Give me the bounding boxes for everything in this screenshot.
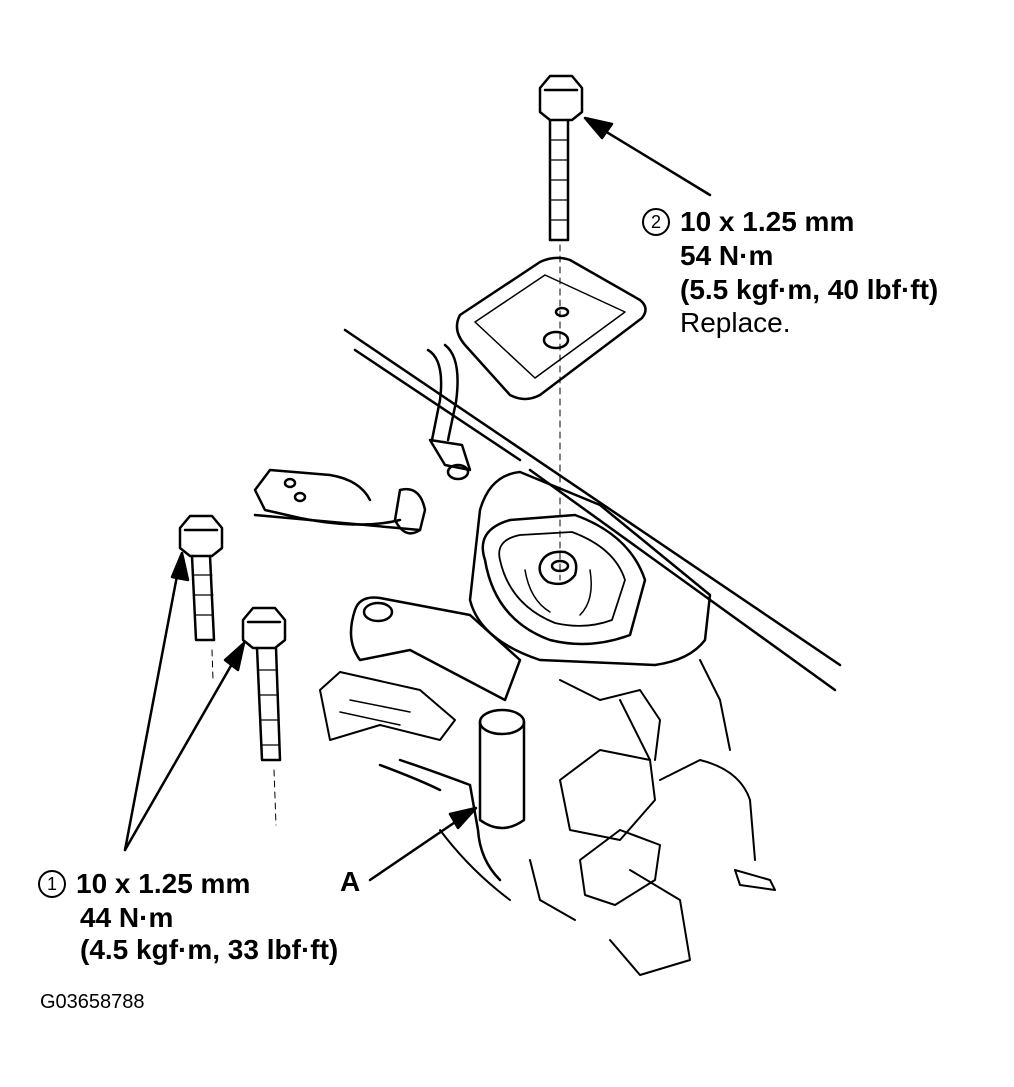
mount-plate: [455, 256, 647, 401]
top-bolt: [538, 74, 584, 581]
callout-1-torque-alt: (4.5 kgf·m, 33 lbf·ft): [80, 934, 339, 965]
left-bolt-2: [241, 606, 287, 826]
mount-stud: [378, 708, 526, 882]
vacuum-hose: [426, 343, 472, 481]
callout-2-torque-alt: (5.5 kgf·m, 40 lbf·ft): [680, 274, 939, 305]
callout-a-label: A: [340, 866, 361, 897]
frame-rail: [253, 328, 842, 692]
callout-2-number: 2: [642, 208, 670, 236]
leader-arrow-a: [368, 806, 478, 882]
leader-arrow-2: [583, 116, 712, 197]
figure-code: G03658788: [40, 991, 145, 1013]
leader-arrow-1a: [123, 551, 190, 852]
leader-arrow-1b: [123, 641, 246, 852]
callout-1-torque: 44 N·m: [80, 902, 174, 933]
left-bolt-1: [178, 514, 224, 681]
callout-1-number: 1: [38, 870, 66, 898]
engine-details: [319, 659, 776, 976]
lower-bracket: [253, 468, 522, 702]
callout-2-torque: 54 N·m: [680, 240, 774, 271]
callout-2-note: Replace.: [680, 307, 791, 338]
engine-mount: [468, 470, 712, 667]
